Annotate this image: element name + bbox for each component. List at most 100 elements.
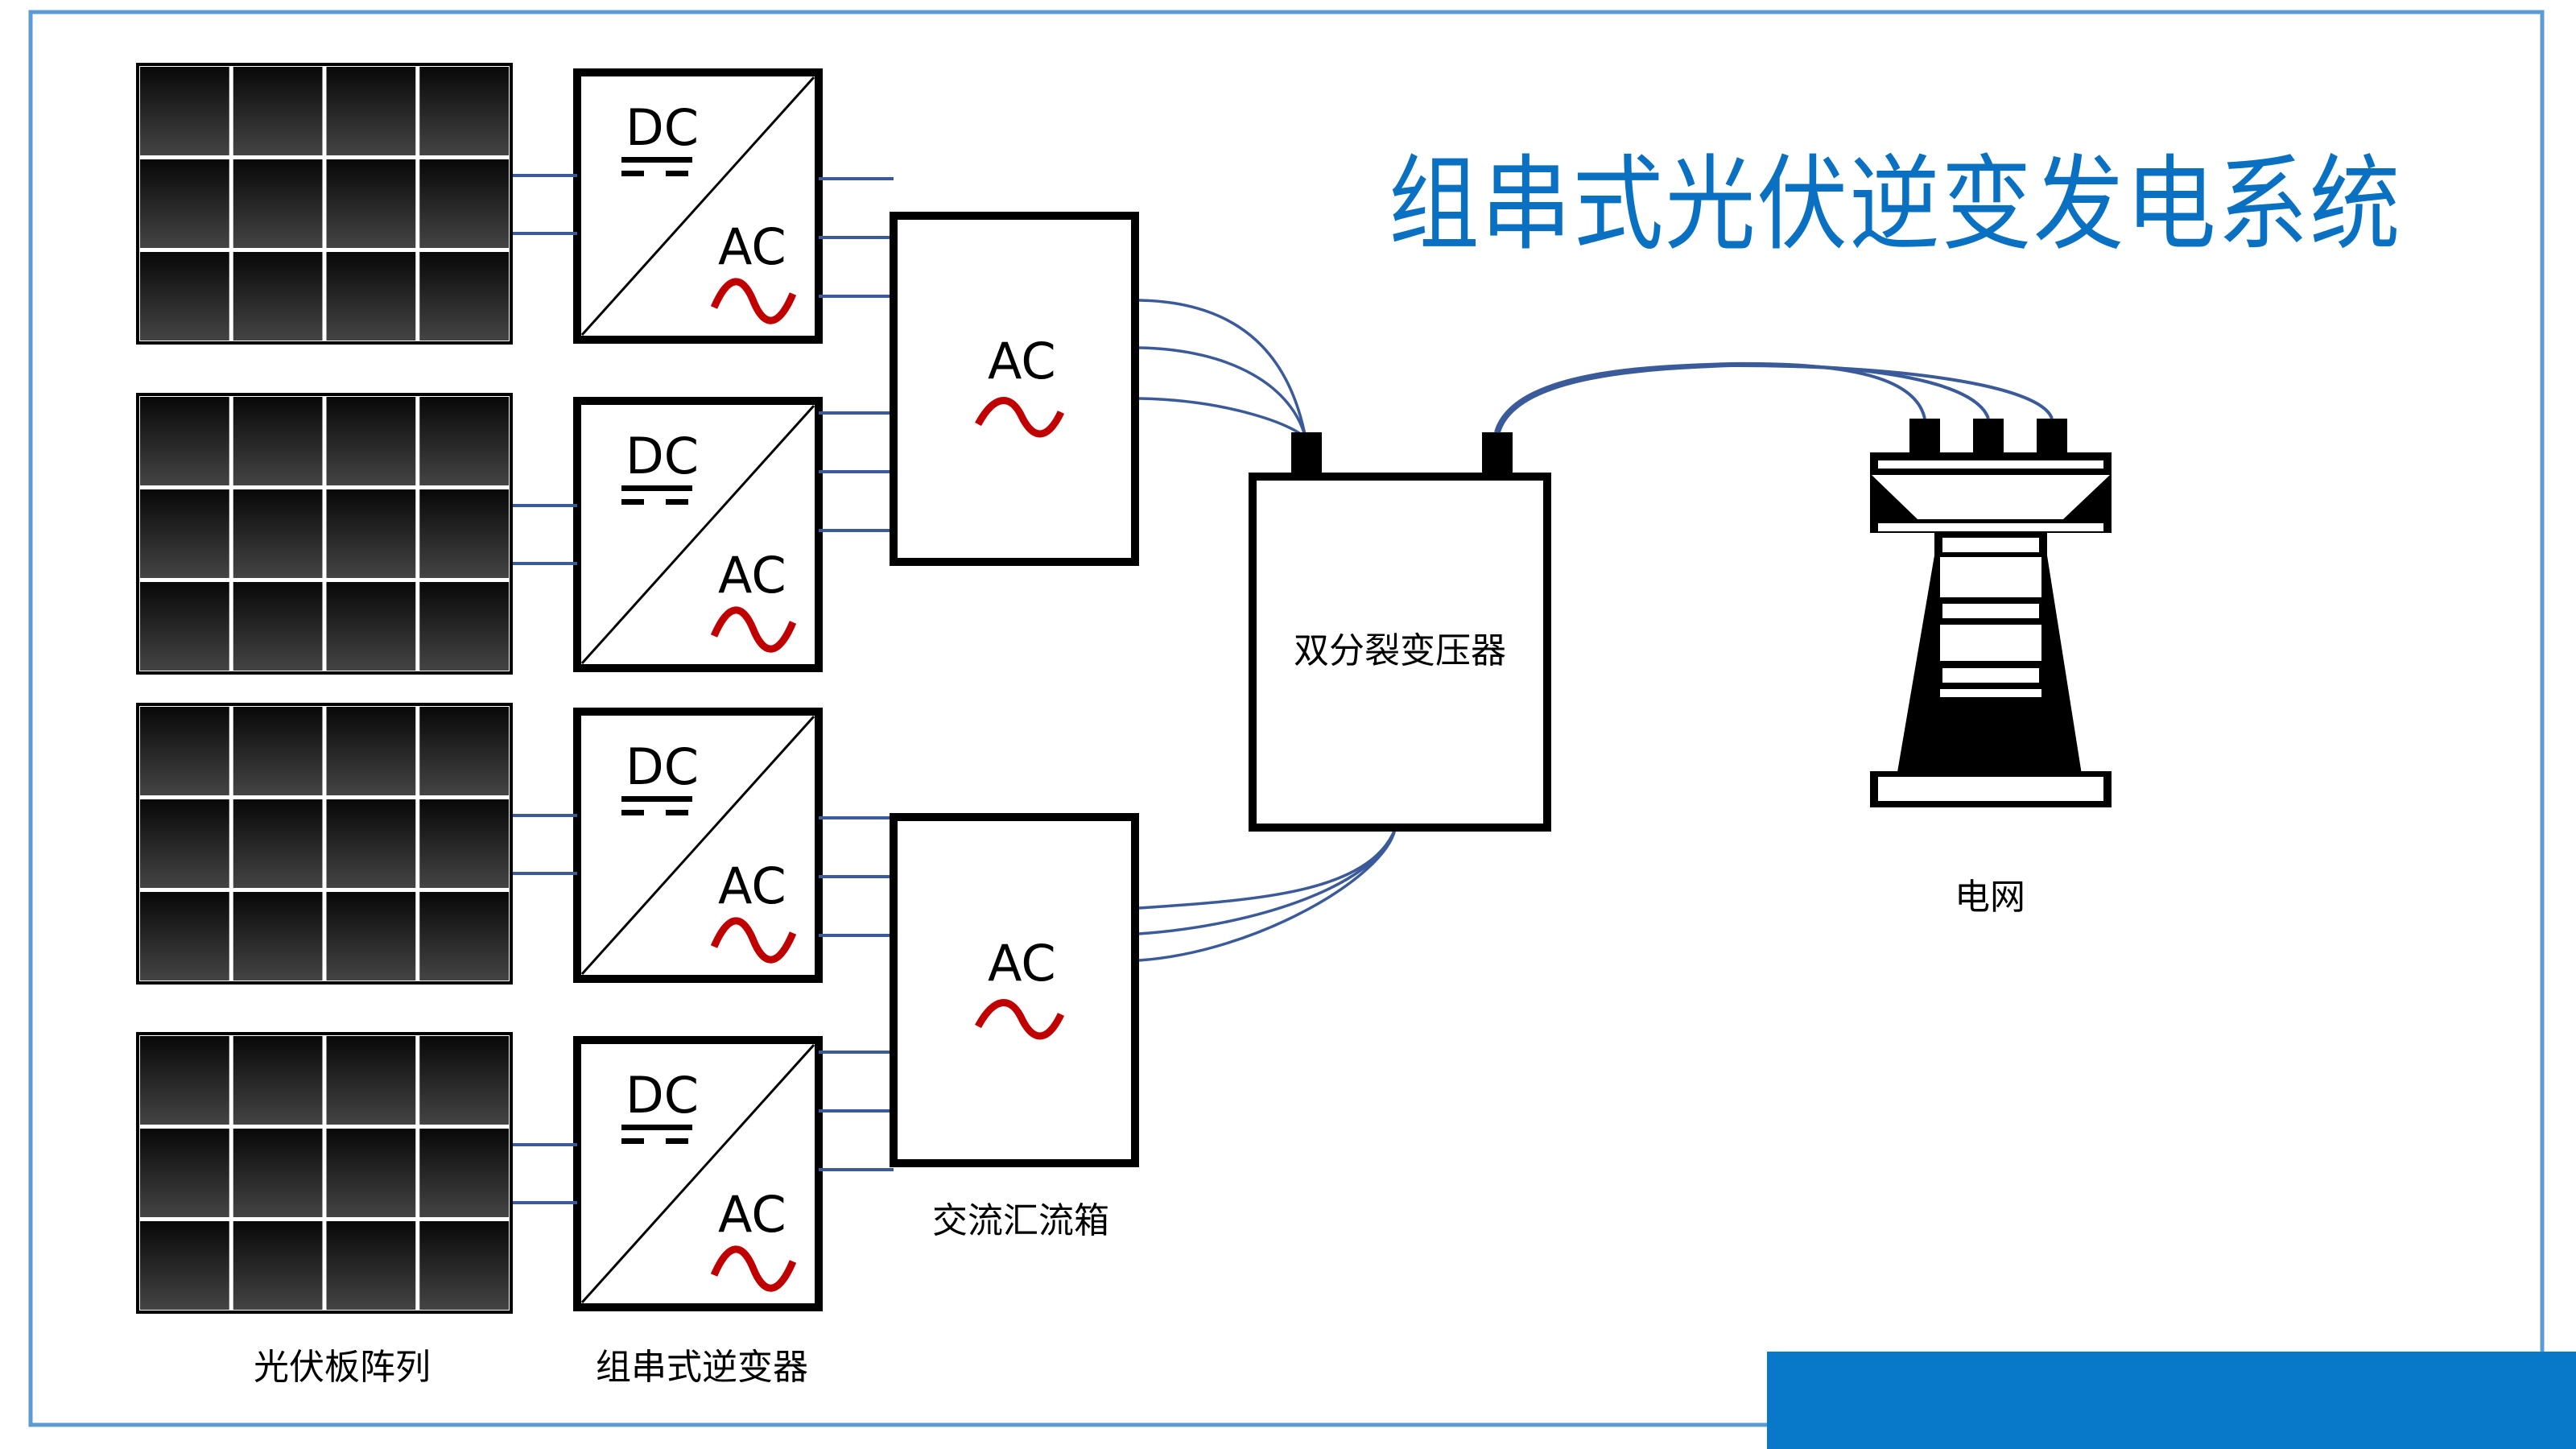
inverter-dc-text: DC <box>625 427 699 485</box>
solar-cell <box>326 582 416 671</box>
solar-cell <box>233 1036 323 1125</box>
solar-cell <box>233 707 323 795</box>
dc-symbol-icon <box>621 796 692 815</box>
combiner-to-transformer-cable <box>1138 828 1397 910</box>
combiner-to-transformer-cable <box>1138 346 1307 440</box>
solar-cell <box>326 1036 416 1125</box>
solar-cell <box>140 252 229 341</box>
dc-symbol-icon <box>621 1125 692 1144</box>
dc-symbol-icon <box>621 485 692 505</box>
solar-cell <box>140 799 229 888</box>
solar-cell <box>233 799 323 888</box>
solar-cell <box>233 892 323 980</box>
solar-cell <box>233 1129 323 1217</box>
dc-symbol-icon <box>621 157 692 176</box>
double-split-transformer[interactable]: 双分裂变压器 <box>1249 432 1551 832</box>
solar-cell <box>140 1129 229 1217</box>
pv-array-label: 光伏板阵列 <box>254 1347 431 1388</box>
solar-cell <box>419 67 509 155</box>
solar-cell <box>326 1129 416 1217</box>
solar-cell <box>233 582 323 671</box>
inverter-divider <box>580 76 815 336</box>
inverter-dc-text: DC <box>625 98 699 157</box>
transformer-terminal-left <box>1291 432 1322 477</box>
solar-cell <box>326 67 416 155</box>
solar-cell <box>419 892 509 980</box>
inverter-ac-text: AC <box>718 217 786 276</box>
page-title: 组串式光伏逆变发电系统 <box>1389 145 2402 265</box>
ac-wave-icon <box>975 999 1065 1040</box>
combiner-to-transformer-cable <box>1138 397 1307 440</box>
string-inverter-label: 组串式逆变器 <box>596 1347 808 1388</box>
inverter-divider <box>580 404 815 665</box>
solar-cell <box>326 159 416 248</box>
ac-combiner-label: 交流汇流箱 <box>932 1200 1109 1241</box>
inverter-ac-text: AC <box>718 546 786 605</box>
ac-wave-icon <box>710 1245 797 1292</box>
solar-cell <box>419 159 509 248</box>
accent-bar <box>1767 1352 2576 1449</box>
solar-cell <box>326 892 416 980</box>
solar-cell <box>419 582 509 671</box>
transformer-terminal-right <box>1482 432 1513 477</box>
solar-cell <box>233 67 323 155</box>
string-inverter-2[interactable]: DC AC <box>573 397 823 672</box>
solar-cell <box>140 397 229 485</box>
string-inverter-3[interactable]: DC AC <box>573 708 823 983</box>
combiner-1-ac-text: AC <box>988 332 1056 390</box>
power-grid-tower-icon[interactable] <box>1870 419 2112 807</box>
wires-layer <box>513 174 1397 1204</box>
pv-panel-1[interactable] <box>136 63 513 345</box>
solar-cell <box>326 489 416 578</box>
ac-wave-icon <box>710 278 797 324</box>
inverter-dc-text: DC <box>625 1066 699 1125</box>
solar-cell <box>419 397 509 485</box>
ac-wave-icon <box>975 397 1065 438</box>
ac-wave-icon <box>710 917 797 964</box>
combiner-2-ac-text: AC <box>988 934 1056 993</box>
inverter-ac-text: AC <box>718 857 786 915</box>
solar-cell <box>233 397 323 485</box>
solar-cell <box>140 489 229 578</box>
solar-cell <box>233 159 323 248</box>
solar-cell <box>140 892 229 980</box>
solar-cell <box>233 489 323 578</box>
solar-cell <box>419 707 509 795</box>
solar-cell <box>140 582 229 671</box>
solar-cell <box>419 1221 509 1310</box>
solar-cell <box>419 1036 509 1125</box>
grid-label: 电网 <box>1955 877 2025 918</box>
solar-cell <box>140 1221 229 1310</box>
solar-cell <box>419 489 509 578</box>
solar-cell <box>140 707 229 795</box>
pv-panel-3[interactable] <box>136 703 513 985</box>
solar-cell <box>419 799 509 888</box>
inverter-divider <box>580 715 815 976</box>
pv-panel-4[interactable] <box>136 1032 513 1314</box>
solar-cell <box>140 159 229 248</box>
solar-cell <box>419 1129 509 1217</box>
pv-panel-2[interactable] <box>136 393 513 675</box>
solar-cell <box>326 397 416 485</box>
combiner-to-transformer-cable <box>1138 828 1397 935</box>
grid-cables <box>1494 361 2054 433</box>
ac-combiner-box-2[interactable]: AC <box>890 813 1139 1167</box>
ac-wave-icon <box>710 606 797 653</box>
solar-cell <box>326 252 416 341</box>
solar-cell <box>326 1221 416 1310</box>
slide-frame <box>28 10 2545 1427</box>
solar-cell <box>233 252 323 341</box>
combiner-to-transformer-cable <box>1138 299 1307 440</box>
inverter-dc-text: DC <box>625 737 699 796</box>
transformer-label: 双分裂变压器 <box>1294 630 1506 671</box>
solar-cell <box>326 707 416 795</box>
solar-cell <box>140 1036 229 1125</box>
solar-cell <box>140 67 229 155</box>
string-inverter-1[interactable]: DC AC <box>573 68 823 344</box>
solar-cell <box>419 252 509 341</box>
ac-combiner-box-1[interactable]: AC <box>890 212 1139 566</box>
solar-cell <box>326 799 416 888</box>
